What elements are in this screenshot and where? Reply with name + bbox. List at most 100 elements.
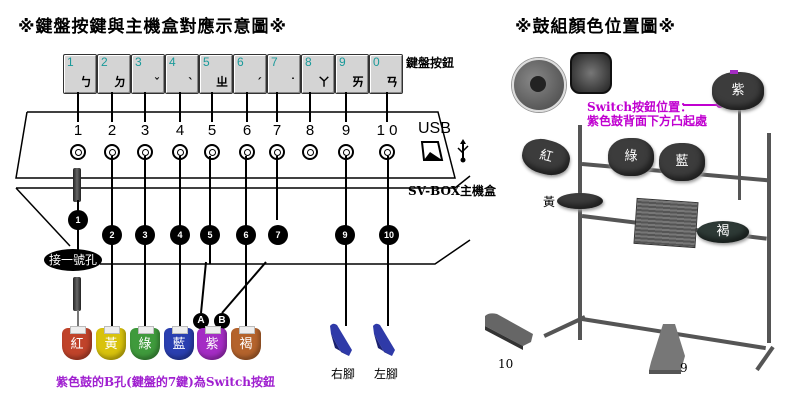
port-number: 5 bbox=[207, 122, 217, 139]
right-foot-pedal-icon bbox=[330, 323, 352, 356]
box-top-edge bbox=[15, 111, 456, 179]
key-number: 8 bbox=[305, 55, 312, 69]
sv-box-module-icon bbox=[633, 197, 699, 249]
keyboard-diagram-title: ※鍵盤按鍵與主機盒對應示意圖※ bbox=[18, 17, 288, 37]
right-foot-label: 右腳 bbox=[331, 367, 356, 381]
port-number: 8 bbox=[305, 122, 315, 139]
pedal-10-label: 10 bbox=[498, 357, 514, 371]
sv-box-label: SV-BOX主機盒 bbox=[408, 184, 497, 198]
key-bopomofo: ˙ bbox=[290, 76, 296, 90]
pedal-9-label: 9 bbox=[680, 361, 688, 375]
wire-key-3 bbox=[144, 92, 146, 122]
drum-blue: 藍 bbox=[659, 143, 705, 181]
key-bopomofo: ㄞ bbox=[351, 75, 364, 89]
box-bottom-edge bbox=[100, 239, 471, 265]
key-number: 4 bbox=[169, 55, 176, 69]
jack-5 bbox=[204, 144, 220, 160]
jack-10 bbox=[379, 144, 395, 160]
drum-purple: 紫 bbox=[712, 72, 764, 110]
key-number: 3 bbox=[135, 55, 142, 69]
switch-pointer-line bbox=[683, 104, 720, 106]
cable-5 bbox=[209, 156, 211, 264]
rack-pole-left bbox=[578, 125, 582, 340]
wire-key-0 bbox=[386, 92, 388, 122]
jack-1 bbox=[70, 144, 86, 160]
port-number: 1 0 bbox=[376, 122, 398, 139]
left-foot-pedal-icon bbox=[373, 323, 395, 356]
box-corner-edge bbox=[454, 175, 471, 189]
drum-diagram-title: ※鼓組顏色位置圖※ bbox=[515, 17, 677, 37]
key-bopomofo: ㄉ bbox=[113, 75, 126, 89]
rack-pole-purple bbox=[738, 110, 741, 200]
usb-port-icon bbox=[420, 141, 444, 161]
drum-back-closeup-icon bbox=[570, 52, 612, 94]
port-number: 6 bbox=[242, 122, 252, 139]
port-number: 1 bbox=[73, 122, 83, 139]
key-bopomofo: ˊ bbox=[256, 76, 262, 90]
key-bopomofo: ㄚ bbox=[317, 75, 330, 89]
switch-closeup-icon bbox=[512, 58, 566, 112]
cable-5-to-a bbox=[200, 261, 207, 314]
key-bopomofo: ˇ bbox=[154, 76, 160, 90]
cable-7-to-b bbox=[221, 261, 267, 314]
pad-brown: 褐 bbox=[231, 326, 261, 360]
wire-key-5 bbox=[211, 92, 213, 122]
drum-green: 綠 bbox=[608, 138, 654, 176]
wire-key-4 bbox=[179, 92, 181, 122]
cable-badge-3: 3 bbox=[135, 225, 155, 245]
wire-key-6 bbox=[246, 92, 248, 122]
key-bopomofo: ㄢ bbox=[385, 75, 398, 89]
key-number: 5 bbox=[203, 55, 210, 69]
badge-a: A bbox=[193, 313, 209, 329]
plug-pin bbox=[77, 310, 79, 328]
usb-symbol-icon bbox=[457, 139, 469, 163]
port-number: 3 bbox=[140, 122, 150, 139]
cable-badge-4: 4 bbox=[170, 225, 190, 245]
cable-7 bbox=[276, 156, 278, 220]
cable-badge-7: 7 bbox=[268, 225, 288, 245]
rack-pole-right bbox=[767, 133, 771, 343]
wire-key-9 bbox=[345, 92, 347, 122]
key-number: 1 bbox=[67, 55, 74, 69]
cable-badge-5: 5 bbox=[200, 225, 220, 245]
wire-key-8 bbox=[309, 92, 311, 122]
key-number: 2 bbox=[101, 55, 108, 69]
pedal-10-icon bbox=[485, 313, 533, 350]
key-bopomofo: ㄅ bbox=[79, 75, 92, 89]
switch-location-note-detail: 紫色鼓背面下方凸起處 bbox=[587, 114, 708, 128]
cable-badge-10: 10 bbox=[379, 225, 399, 245]
key-bopomofo: ˋ bbox=[188, 76, 194, 90]
pad-red: 紅 bbox=[62, 326, 92, 360]
port-number: 9 bbox=[341, 122, 351, 139]
switch-location-note: Switch按鈕位置： bbox=[587, 100, 693, 114]
port-number: 4 bbox=[175, 122, 185, 139]
cable-badge-9: 9 bbox=[335, 225, 355, 245]
pedal-9-icon bbox=[649, 324, 685, 374]
jack-6 bbox=[239, 144, 255, 160]
plug-top-icon bbox=[73, 168, 81, 202]
wire-key-1 bbox=[77, 92, 79, 122]
drum-yellow-label: 黃 bbox=[543, 195, 556, 209]
switch-footnote: 紫色鼓的B孔(鍵盤的7鍵)為Switch按鈕 bbox=[56, 375, 275, 389]
cable-badge-6: 6 bbox=[236, 225, 256, 245]
drum-purple-marker bbox=[730, 70, 738, 74]
plug-bottom-icon bbox=[73, 277, 81, 311]
key-number: 7 bbox=[271, 55, 278, 69]
cable-badge-1: 1 bbox=[68, 210, 88, 230]
hole-one-label: 接一號孔 bbox=[44, 249, 102, 271]
keyboard-label: 鍵盤按鈕 bbox=[406, 56, 455, 70]
pad-blue: 藍 bbox=[164, 326, 194, 360]
cable-badge-2: 2 bbox=[102, 225, 122, 245]
port-number: 2 bbox=[107, 122, 117, 139]
pad-green: 綠 bbox=[130, 326, 160, 360]
